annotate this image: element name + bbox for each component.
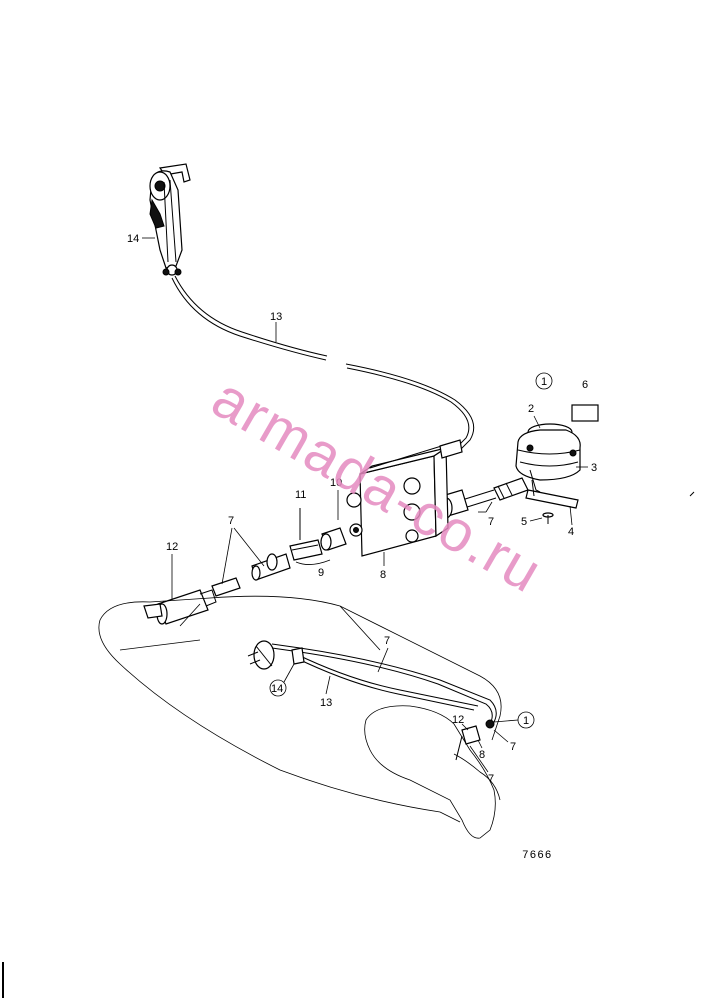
scan-speck	[689, 491, 695, 497]
fitting	[289, 508, 323, 561]
control-lever	[149, 163, 191, 276]
callout-14-top: 14	[127, 233, 139, 245]
callout-12-left: 12	[166, 541, 178, 553]
helm-station	[247, 640, 275, 670]
callout-2: 2	[528, 403, 534, 415]
boat-hull-outline	[98, 595, 502, 839]
pipe-adapter	[251, 553, 291, 581]
callout-13-top: 13	[270, 311, 282, 323]
callout-11: 11	[295, 489, 306, 501]
callout-9: 9	[318, 567, 324, 579]
actuator-cylinder	[143, 589, 217, 625]
callout-6: 6	[582, 379, 588, 391]
callout-7-mid-left: 7	[228, 515, 234, 527]
nut	[320, 527, 347, 551]
callout-7-lower-right: 7	[510, 741, 516, 753]
control-cable-upper	[171, 275, 475, 451]
callout-1-lower: 1	[523, 715, 529, 727]
callout-5: 5	[521, 516, 527, 528]
callout-1-top: 1	[541, 376, 547, 388]
lower-cable-routing	[271, 643, 497, 761]
label-decal	[571, 404, 599, 422]
callout-7-mid-right: 7	[488, 516, 494, 528]
bracket	[525, 479, 579, 509]
screw	[542, 512, 554, 524]
callout-4: 4	[568, 526, 574, 538]
callout-7-lower-bottom: 7	[488, 773, 494, 785]
drawing-number: 7666	[522, 850, 552, 862]
callout-14-lower: 14	[271, 683, 283, 695]
callout-10: 10	[330, 477, 342, 489]
callout-8-mid: 8	[380, 569, 386, 581]
control-unit	[515, 423, 581, 493]
junction-block	[346, 439, 463, 557]
callout-8-lower: 8	[479, 749, 485, 761]
callout-3: 3	[591, 462, 597, 474]
callout-7-lower: 7	[384, 635, 390, 647]
pipe-segment	[211, 577, 241, 597]
callout-12-lower: 12	[452, 714, 464, 726]
callout-13-lower: 13	[320, 697, 332, 709]
